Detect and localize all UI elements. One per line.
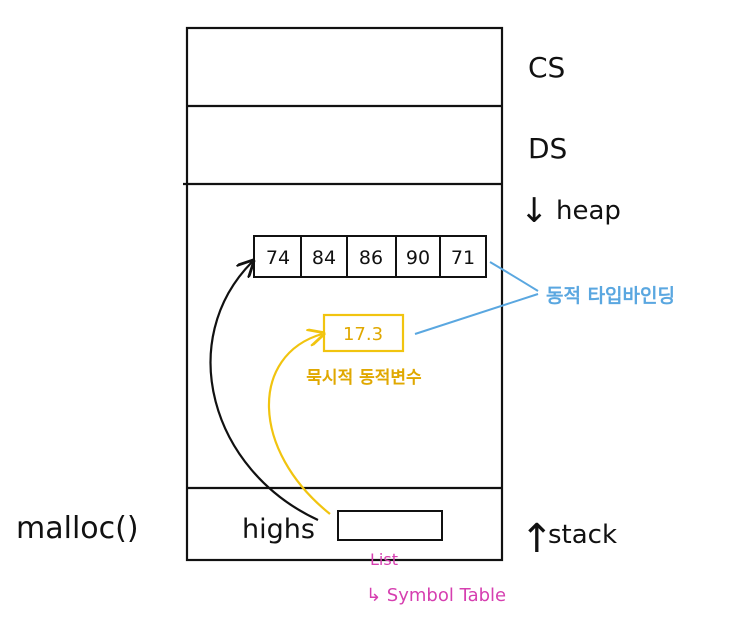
pointer-arrow-to-array — [209, 262, 319, 521]
list-label: List — [370, 550, 398, 569]
array-cell-value: 84 — [312, 247, 336, 269]
array-cell-value: 71 — [451, 247, 475, 269]
stack-up-arrow: ↑ — [520, 516, 554, 562]
heap-array-border — [253, 235, 487, 278]
heap-segment-label: heap — [556, 196, 621, 226]
array-cell-value: 90 — [406, 247, 430, 269]
heap-down-arrow: ↓ — [520, 191, 549, 231]
dynamic-binding-label: 동적 타입바인딩 — [546, 285, 675, 307]
implicit-var-value: 17.3 — [343, 324, 383, 345]
cs-segment-label: CS — [528, 51, 565, 84]
array-cell-value: 86 — [359, 247, 383, 269]
implicit-var-label: 묵시적 동적변수 — [306, 368, 422, 388]
binding-line-array — [489, 261, 539, 292]
memory-layout-box — [185, 26, 504, 562]
highs-label: highs — [242, 514, 315, 545]
binding-line-implicit — [414, 293, 539, 335]
highs-slot — [337, 510, 443, 541]
pointer-arrow-to-implicit — [267, 334, 331, 515]
malloc-label: malloc() — [16, 511, 139, 546]
heap-array: 74 84 86 90 71 — [253, 235, 487, 278]
array-cell-value: 74 — [266, 247, 290, 269]
stack-segment-label: stack — [548, 520, 617, 550]
symbol-table-label: ↳ Symbol Table — [366, 585, 506, 606]
ds-segment-label: DS — [528, 132, 567, 165]
